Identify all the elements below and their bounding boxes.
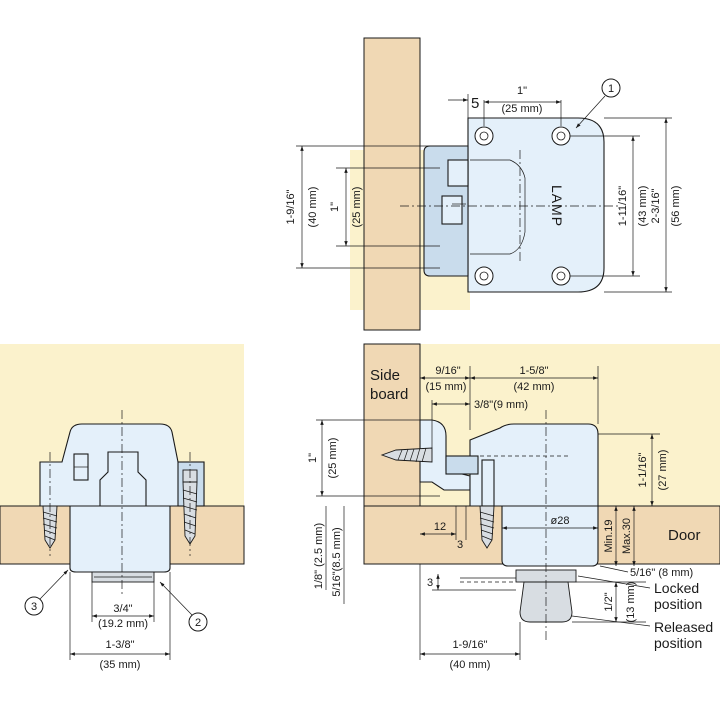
top-dim-25mm-v: (25 mm) xyxy=(351,187,363,228)
side-locked-label-1: Locked xyxy=(654,580,699,596)
top-dim-2-3-16: 2-3/16" xyxy=(650,188,662,223)
side-dim-5-16-8mm: 5/16" (8 mm) xyxy=(630,567,693,579)
top-body-outline xyxy=(470,159,526,255)
top-screw-hole-tl xyxy=(474,126,494,146)
side-dim-9-16: 9/16" xyxy=(435,365,460,377)
top-dim-1-9-16: 1-9/16" xyxy=(285,189,297,224)
side-latch-tongue xyxy=(445,455,479,475)
side-dim-8mm-leader xyxy=(599,565,629,573)
top-screw-hole-bl xyxy=(474,266,494,286)
top-dim-25mm: (25 mm) xyxy=(502,103,543,115)
side-locked-leader xyxy=(577,575,651,589)
side-dim-1-2: 1/2" xyxy=(603,592,615,611)
top-screw-hole-tr xyxy=(551,126,571,146)
front-callout-3: 3 xyxy=(24,569,69,616)
side-board xyxy=(363,343,421,507)
svg-text:2: 2 xyxy=(195,617,201,629)
top-hinge-plate xyxy=(467,117,605,293)
top-dim-1in: 1" xyxy=(517,85,527,97)
side-board-label-1: Side xyxy=(370,367,400,384)
side-dim-3b: 3 xyxy=(427,577,433,589)
svg-text:3: 3 xyxy=(31,601,37,613)
top-side-board xyxy=(363,37,421,331)
side-released-leader xyxy=(571,615,651,627)
side-screw-horizontal xyxy=(380,447,433,463)
side-dim-1-9-16: 1-9/16" xyxy=(452,639,487,651)
top-dim-5: 5 xyxy=(471,95,479,112)
top-dim-40mm: (40 mm) xyxy=(307,187,319,228)
front-dim-3-4: 3/4" xyxy=(113,603,132,615)
front-body-inner xyxy=(99,451,147,507)
front-callout-2: 2 xyxy=(159,581,208,632)
top-dim-1in-v: 1" xyxy=(329,202,341,212)
side-released-label-1: Released xyxy=(654,619,713,635)
side-dim-d28: ø28 xyxy=(551,515,570,527)
side-cup xyxy=(501,505,599,567)
side-dim-3: 3 xyxy=(457,539,463,551)
side-dim-27mm: (27 mm) xyxy=(657,450,669,491)
top-dim-1-11-16: 1-11/16" xyxy=(617,186,629,226)
side-dim-max30: Max.30 xyxy=(621,518,633,554)
side-dim-min19: Min.19 xyxy=(603,519,615,552)
top-dim-56mm: (56 mm) xyxy=(670,186,682,227)
side-locked-label-2: position xyxy=(654,596,702,612)
top-view: LAMP 5 1" (25 mm) 1 1-9/16" (40 mm) 1" (… xyxy=(285,37,682,331)
side-dim-13mm: (13 mm) xyxy=(625,582,637,623)
front-cup xyxy=(69,505,171,573)
top-screw-hole-br xyxy=(551,266,571,286)
side-strike-bracket xyxy=(419,419,471,491)
svg-text:1: 1 xyxy=(608,83,614,95)
top-brand-label: LAMP xyxy=(549,185,565,227)
side-dim-5-16: 5/16"(8.5 mm) xyxy=(331,527,343,596)
side-dim-42mm: (42 mm) xyxy=(514,381,555,393)
top-dim-43mm: (43 mm) xyxy=(637,186,649,227)
side-view: Side board Door 9/16" xyxy=(307,343,720,671)
side-dim-1-5-8: 1-5/8" xyxy=(520,365,549,377)
side-dim-15mm: (15 mm) xyxy=(426,381,467,393)
top-latch-block xyxy=(447,159,469,187)
front-dim-35mm: (35 mm) xyxy=(100,659,141,671)
front-view: 3/4" (19.2 mm) 1-3/8" (35 mm) 3 2 xyxy=(0,344,245,671)
side-dim-3-8: 3/8"(9 mm) xyxy=(474,399,528,411)
front-dim-1-3-8: 1-3/8" xyxy=(106,639,135,651)
side-board-label-2: board xyxy=(370,386,408,403)
top-callout-1: 1 xyxy=(575,78,621,129)
side-dim-1-8: 1/8" (2.5 mm) xyxy=(313,523,325,589)
front-dim-19-2mm: (19.2 mm) xyxy=(98,618,148,630)
side-latch-window xyxy=(481,459,495,507)
side-dim-25mm: (25 mm) xyxy=(327,438,339,479)
side-released-label-2: position xyxy=(654,635,702,651)
side-dim-12: 12 xyxy=(434,521,446,533)
side-dim-1in: 1" xyxy=(307,453,319,463)
top-latch-lower xyxy=(441,195,463,225)
side-door-label: Door xyxy=(668,527,701,544)
side-dim-40mm: (40 mm) xyxy=(450,659,491,671)
side-dim-1-1-16: 1-1/16" xyxy=(637,452,649,487)
side-screw-vertical xyxy=(479,505,495,549)
